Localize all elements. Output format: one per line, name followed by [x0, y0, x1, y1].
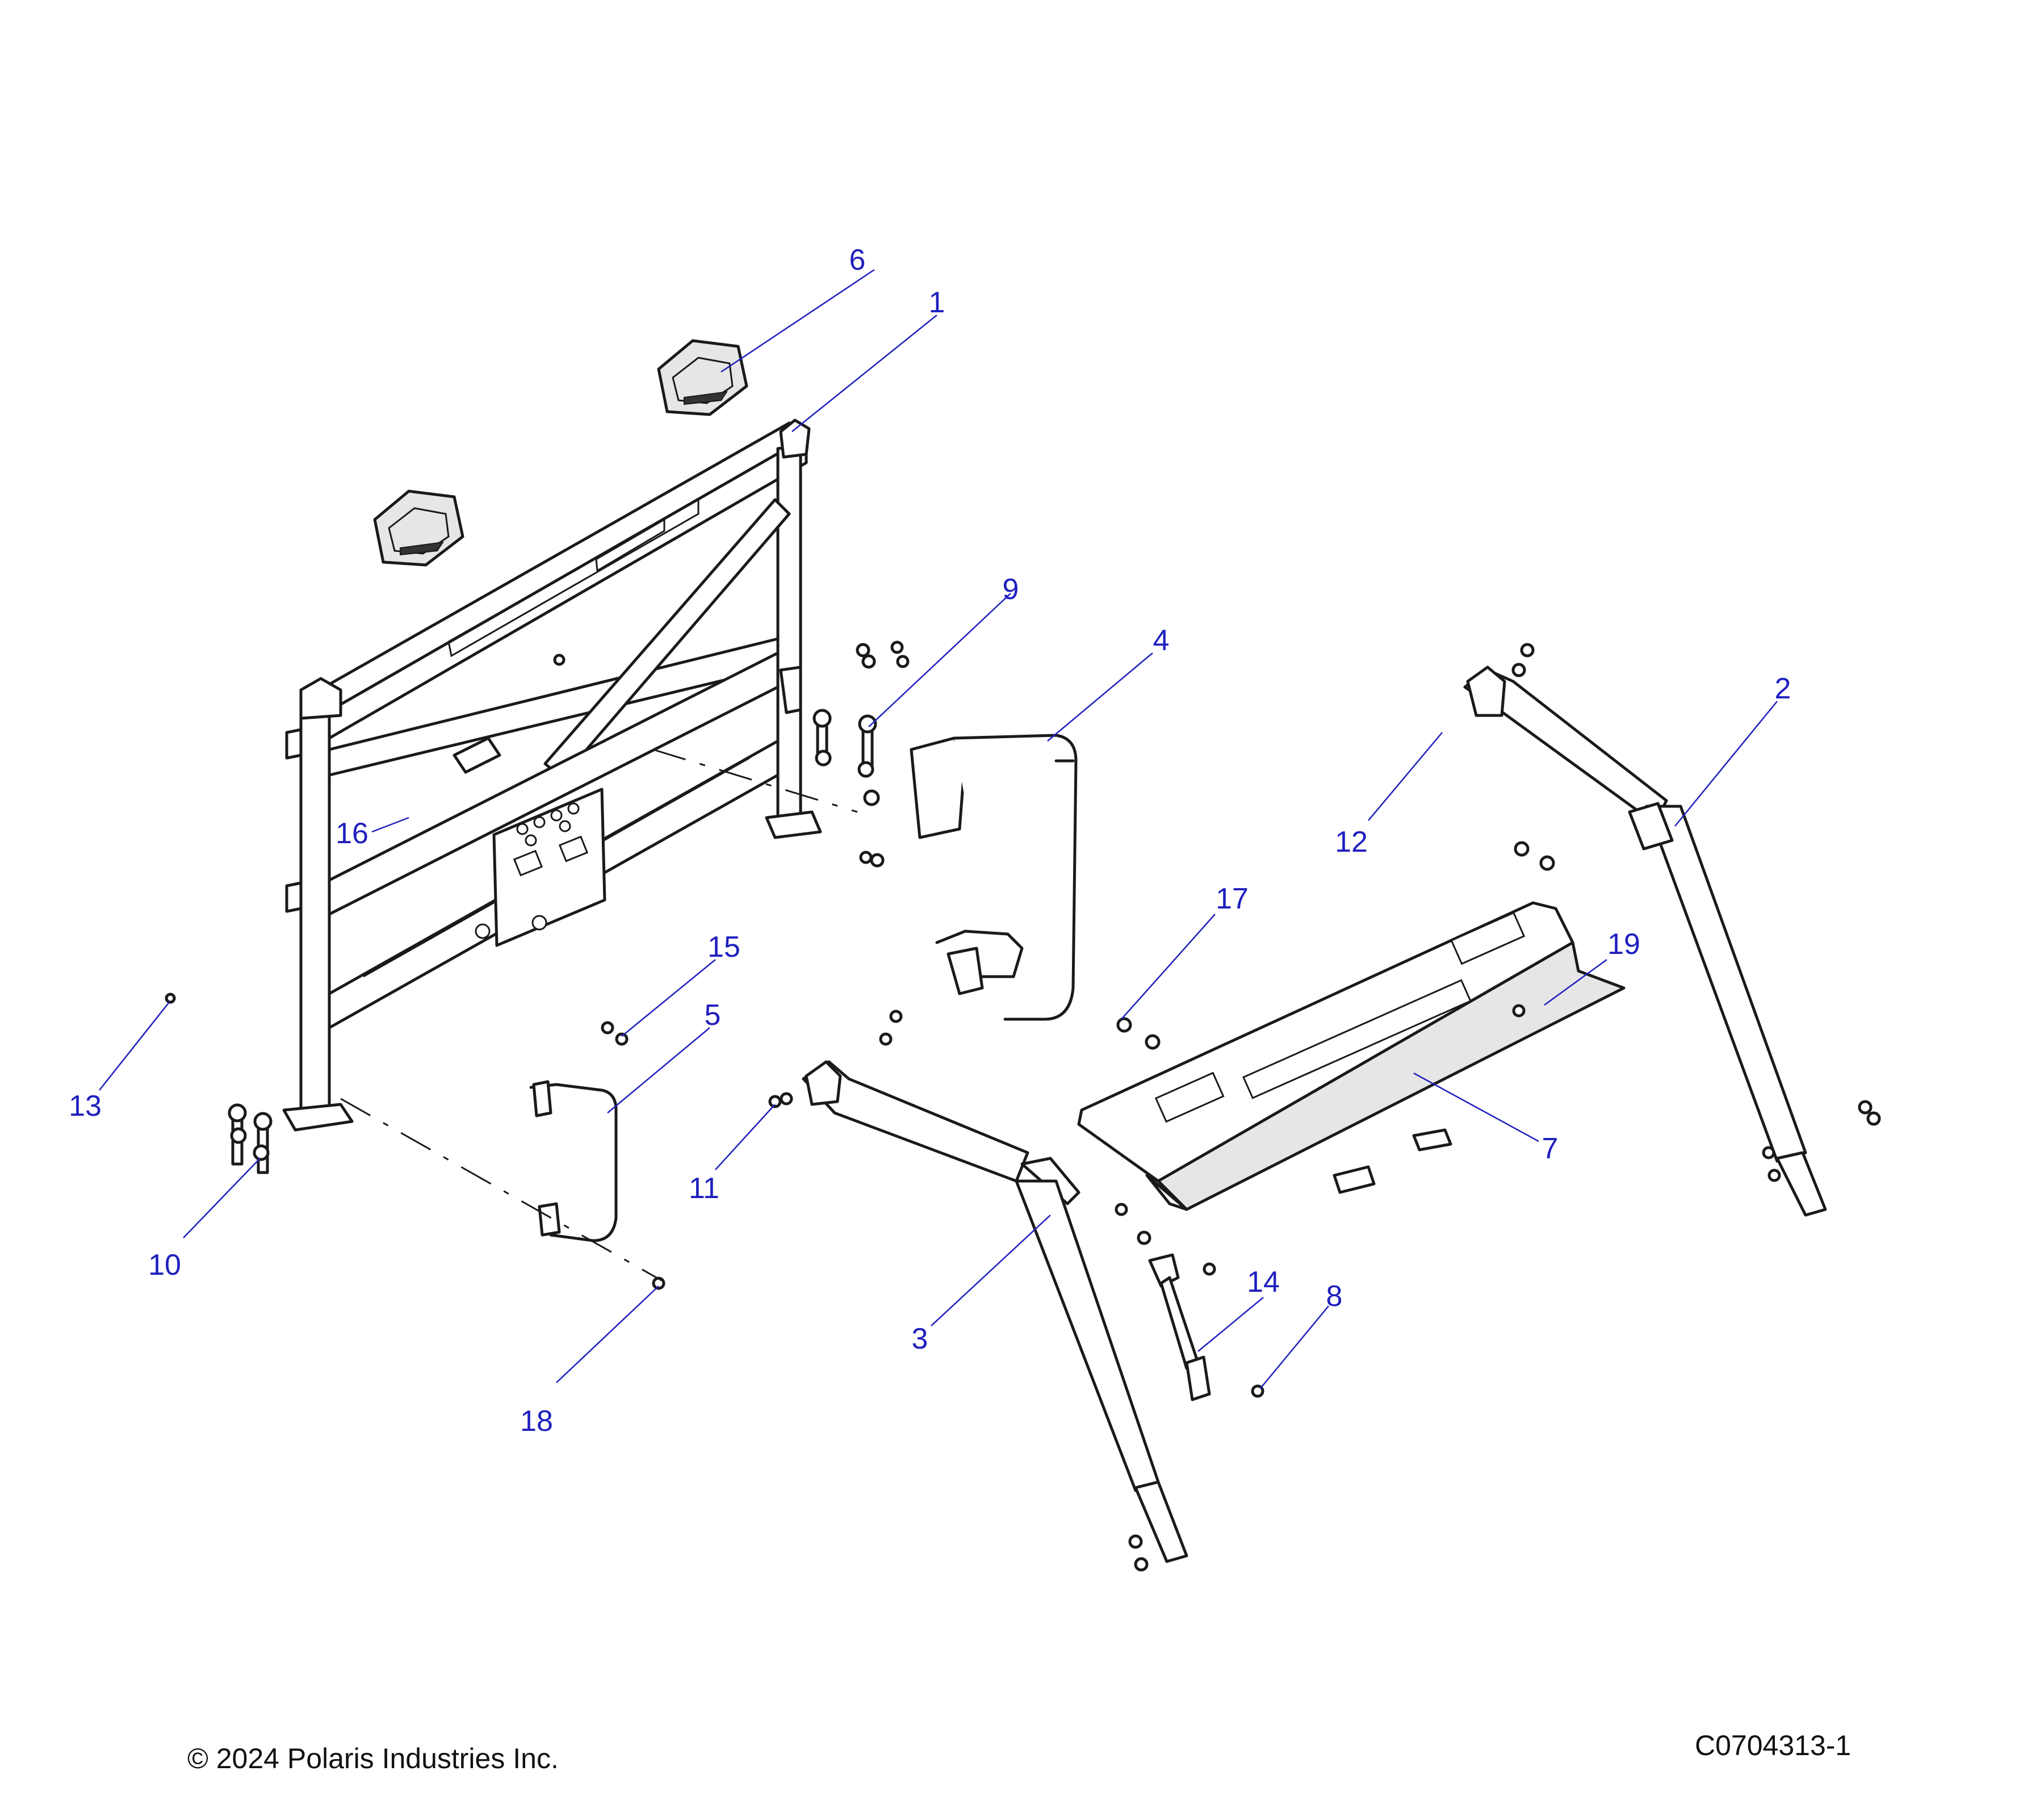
copyright-notice: © 2024 Polaris Industries Inc.: [187, 1743, 559, 1774]
frame-base-bolts: [228, 643, 885, 1174]
callout-19: 19: [1607, 928, 1640, 961]
figure-id: C0704313-1: [1695, 1730, 1852, 1761]
callout-8: 8: [1326, 1280, 1343, 1313]
grab-handle-lower: [373, 489, 464, 567]
callout-2: 2: [1775, 672, 1791, 705]
callout-18: 18: [520, 1405, 553, 1438]
callout-1: 1: [929, 286, 945, 319]
callout-16: 16: [336, 817, 368, 850]
callout-13: 13: [69, 1090, 102, 1123]
callout-9: 9: [1003, 573, 1019, 606]
callout-3: 3: [912, 1322, 928, 1355]
right-roll-bar: [1463, 643, 1881, 1217]
callout-11: 11: [689, 1172, 719, 1205]
grab-handle-upper: [657, 339, 748, 416]
centerline-lower: [340, 1098, 662, 1282]
callout-15: 15: [707, 931, 740, 964]
callout-4: 4: [1153, 624, 1170, 657]
rear-cab-frame: [282, 418, 822, 1132]
callout-14: 14: [1247, 1266, 1280, 1299]
left-roll-bar: [802, 1060, 1188, 1572]
callout-6: 6: [849, 244, 866, 277]
leader-lines: [99, 269, 1778, 1389]
support-strut: [1137, 1230, 1264, 1401]
callout-numbers: 1 2 3 4 5 6 7 8 9 10 11 12 13 14 15 16 1…: [69, 244, 1791, 1438]
left-grab-bar: [529, 1080, 618, 1242]
right-grab-bar: [910, 734, 1078, 1021]
callout-17: 17: [1216, 882, 1249, 915]
callout-5: 5: [705, 999, 721, 1032]
rear-panel: [1077, 841, 1626, 1216]
small-fasteners: [165, 640, 910, 1290]
callout-10: 10: [148, 1249, 181, 1282]
callout-12: 12: [1335, 826, 1368, 859]
callout-7: 7: [1542, 1132, 1559, 1165]
